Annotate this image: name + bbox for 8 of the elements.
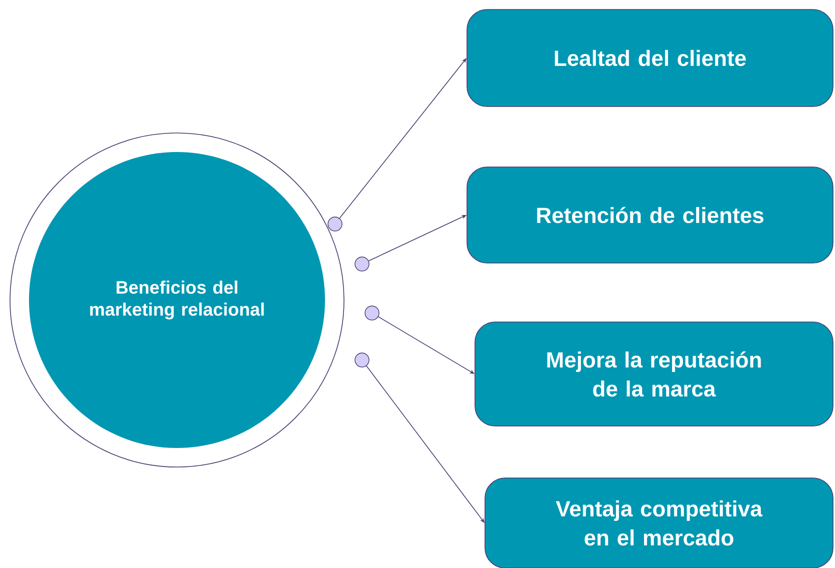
connector-dot [354, 352, 370, 368]
benefit-box: Lealtad del cliente [466, 9, 834, 107]
connector-dot [354, 256, 370, 272]
benefit-box: Retención de clientes [466, 166, 834, 264]
connector-dot [328, 216, 342, 232]
connector-dot [364, 306, 380, 320]
benefit-box: Mejora la reputación de la marca [474, 322, 834, 426]
benefit-box: Ventaja competitiva en el mercado [484, 478, 834, 568]
